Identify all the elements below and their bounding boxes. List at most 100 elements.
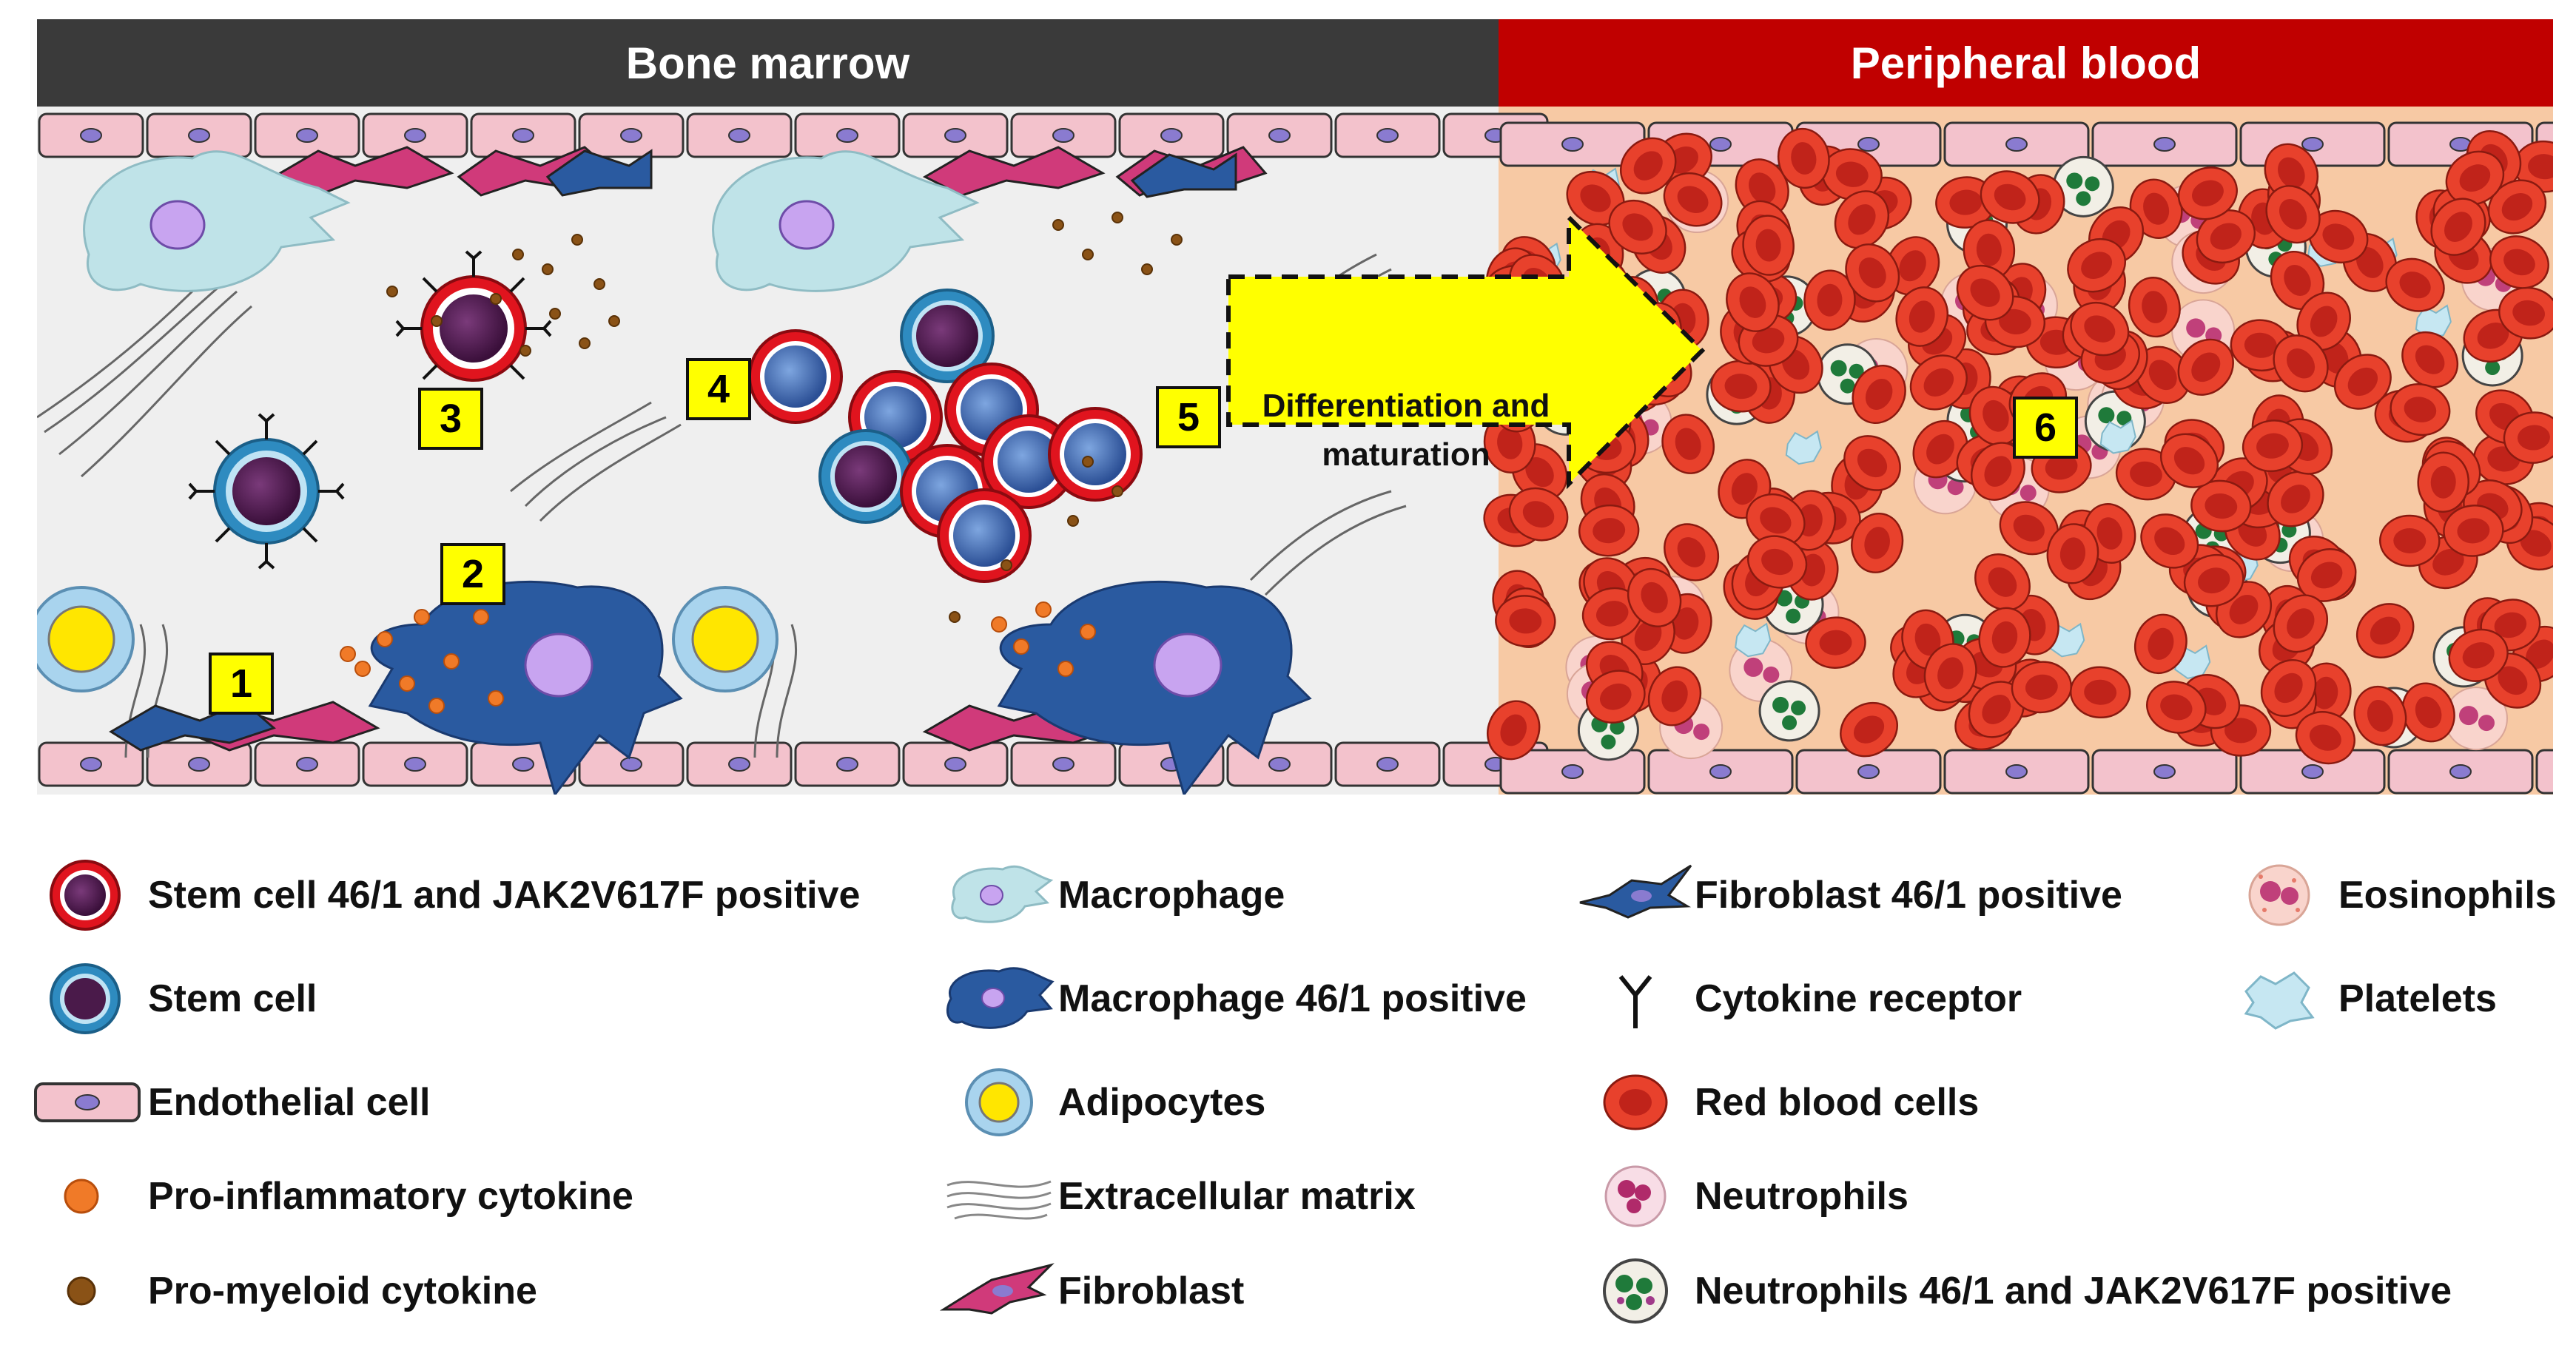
platelet xyxy=(1735,622,1772,658)
pro-myeloid-cytokine xyxy=(1141,263,1153,275)
legend-item-fibroblast: Fibroblast xyxy=(940,1250,1244,1332)
legend-label: Neutrophils 46/1 and JAK2V617F positive xyxy=(1695,1270,2452,1312)
red-blood-cell xyxy=(1845,243,1900,303)
cytokines xyxy=(340,212,1183,714)
macrophage-nuclei xyxy=(149,200,835,250)
red-blood-cell xyxy=(2159,433,2219,488)
red-blood-cell xyxy=(2448,628,2509,682)
pro-inflammatory-cytokine xyxy=(488,690,504,707)
endothelial-cell xyxy=(38,741,144,787)
legend-item-platelet: Platelets xyxy=(2220,958,2497,1039)
endothelial-cell xyxy=(38,112,144,158)
red-blood-cell xyxy=(2487,179,2547,235)
peripheral-blood-title: Peripheral blood xyxy=(1850,38,2202,88)
bone-marrow-header: Bone marrow xyxy=(37,19,1499,107)
bone-marrow-title: Bone marrow xyxy=(625,38,910,88)
pro-inflammatory-cytokine xyxy=(340,646,356,662)
red-blood-cell xyxy=(1627,567,1682,627)
legend-item-fibroblast-positive: Fibroblast 46/1 positive xyxy=(1576,854,2122,936)
red-blood-cell xyxy=(2401,682,2455,743)
endothelial-cell xyxy=(578,741,685,787)
red-blood-cell xyxy=(2295,711,2355,765)
legend-label: Pro-myeloid cytokine xyxy=(148,1270,537,1312)
legend-label: Endothelial cell xyxy=(148,1081,431,1124)
red-blood-cell xyxy=(1963,219,2016,280)
endothelial-cell xyxy=(2387,749,2534,795)
red-blood-cell xyxy=(1912,419,1968,479)
red-blood-cell xyxy=(1664,523,1720,581)
pro-myeloid-cytokine xyxy=(1052,219,1064,231)
stem-cell-positive xyxy=(1048,407,1143,502)
red-blood-cell xyxy=(1803,269,1856,331)
macrophage-cells xyxy=(83,150,980,292)
stem-cell xyxy=(900,289,995,383)
endothelial-cell xyxy=(1943,749,2090,795)
endothelial-row-bottom xyxy=(38,741,2576,795)
endothelial-cell xyxy=(2091,749,2238,795)
red-blood-cell xyxy=(2128,276,2181,338)
endothelial-cell xyxy=(1943,121,2090,167)
stem-cell-positive xyxy=(748,329,843,424)
cytokine-receptor-icon xyxy=(1618,975,1652,1028)
fibroblast-icon xyxy=(940,1263,1055,1315)
red-blood-cell xyxy=(1735,158,1789,218)
red-blood-cell xyxy=(1851,512,1904,573)
red-blood-cell xyxy=(2264,143,2319,203)
red-blood-cell xyxy=(1834,190,1890,249)
red-blood-cell xyxy=(1581,587,1643,641)
red-blood-cell xyxy=(1777,127,1830,189)
legend-label: Macrophage xyxy=(1058,874,1285,917)
neutrophil-positive-icon xyxy=(1603,1258,1668,1324)
platelet-icon xyxy=(2244,971,2315,1030)
red-blood-cell xyxy=(1968,385,2023,446)
legend-label: Stem cell xyxy=(148,977,317,1020)
neutrophil-positive xyxy=(2052,155,2114,218)
pro-inflammatory-cytokine-icon xyxy=(64,1179,99,1214)
pro-inflammatory-cytokine xyxy=(443,653,460,670)
legend-label: Cytokine receptor xyxy=(1695,977,2022,1020)
endothelial-cell xyxy=(1334,112,1441,158)
red-blood-cell xyxy=(2401,331,2459,388)
pro-myeloid-cytokine xyxy=(579,337,591,349)
pro-myeloid-cytokine-icon xyxy=(67,1276,96,1306)
marker-6: 6 xyxy=(2013,397,2078,459)
red-blood-cell xyxy=(2067,237,2127,293)
red-blood-cell xyxy=(1647,666,1702,726)
red-blood-cell xyxy=(1980,170,2040,224)
endothelial-cell xyxy=(1010,741,1117,787)
macrophage-positive-cells xyxy=(368,580,1312,798)
pro-inflammatory-cytokine xyxy=(1057,661,1074,677)
adipocyte-cells xyxy=(28,586,778,692)
endothelial-cell xyxy=(362,112,468,158)
red-blood-cell xyxy=(2390,383,2451,436)
legend-label: Adipocytes xyxy=(1058,1081,1266,1124)
legend: Stem cell 46/1 and JAK2V617F positive St… xyxy=(0,814,2576,1362)
pro-myeloid-cytokine xyxy=(1082,456,1094,468)
marker-4: 4 xyxy=(686,358,751,420)
red-blood-cell xyxy=(2379,514,2441,567)
red-blood-cell xyxy=(1895,286,1948,347)
red-blood-cell xyxy=(1746,493,1806,547)
red-blood-cell xyxy=(1710,360,1772,413)
pro-myeloid-cytokine xyxy=(1171,234,1183,246)
peripheral-blood-cells xyxy=(1482,127,2575,765)
red-blood-cell xyxy=(2273,334,2329,393)
adipocyte-icon xyxy=(965,1068,1033,1136)
pro-myeloid-cytokine xyxy=(1001,559,1012,571)
red-blood-cell xyxy=(1956,264,2014,321)
legend-label: Fibroblast xyxy=(1058,1270,1245,1312)
red-blood-cell xyxy=(2265,185,2321,244)
legend-item-endothelial-cell: Endothelial cell xyxy=(30,1062,430,1143)
red-blood-cell xyxy=(2242,419,2304,473)
endothelial-cell xyxy=(1118,112,1225,158)
pro-inflammatory-cytokine xyxy=(1080,624,1096,640)
red-blood-cell xyxy=(1663,172,1723,227)
legend-label: Red blood cells xyxy=(1695,1081,1980,1124)
legend-item-macrophage-positive: Macrophage 46/1 positive xyxy=(940,958,1527,1039)
neutrophil-positive xyxy=(1758,680,1820,742)
red-blood-cell xyxy=(1909,354,1968,411)
pro-myeloid-cytokine xyxy=(1067,515,1079,527)
stem-cell xyxy=(818,429,913,524)
platelet xyxy=(1785,430,1822,465)
red-blood-cell xyxy=(1578,504,1640,557)
